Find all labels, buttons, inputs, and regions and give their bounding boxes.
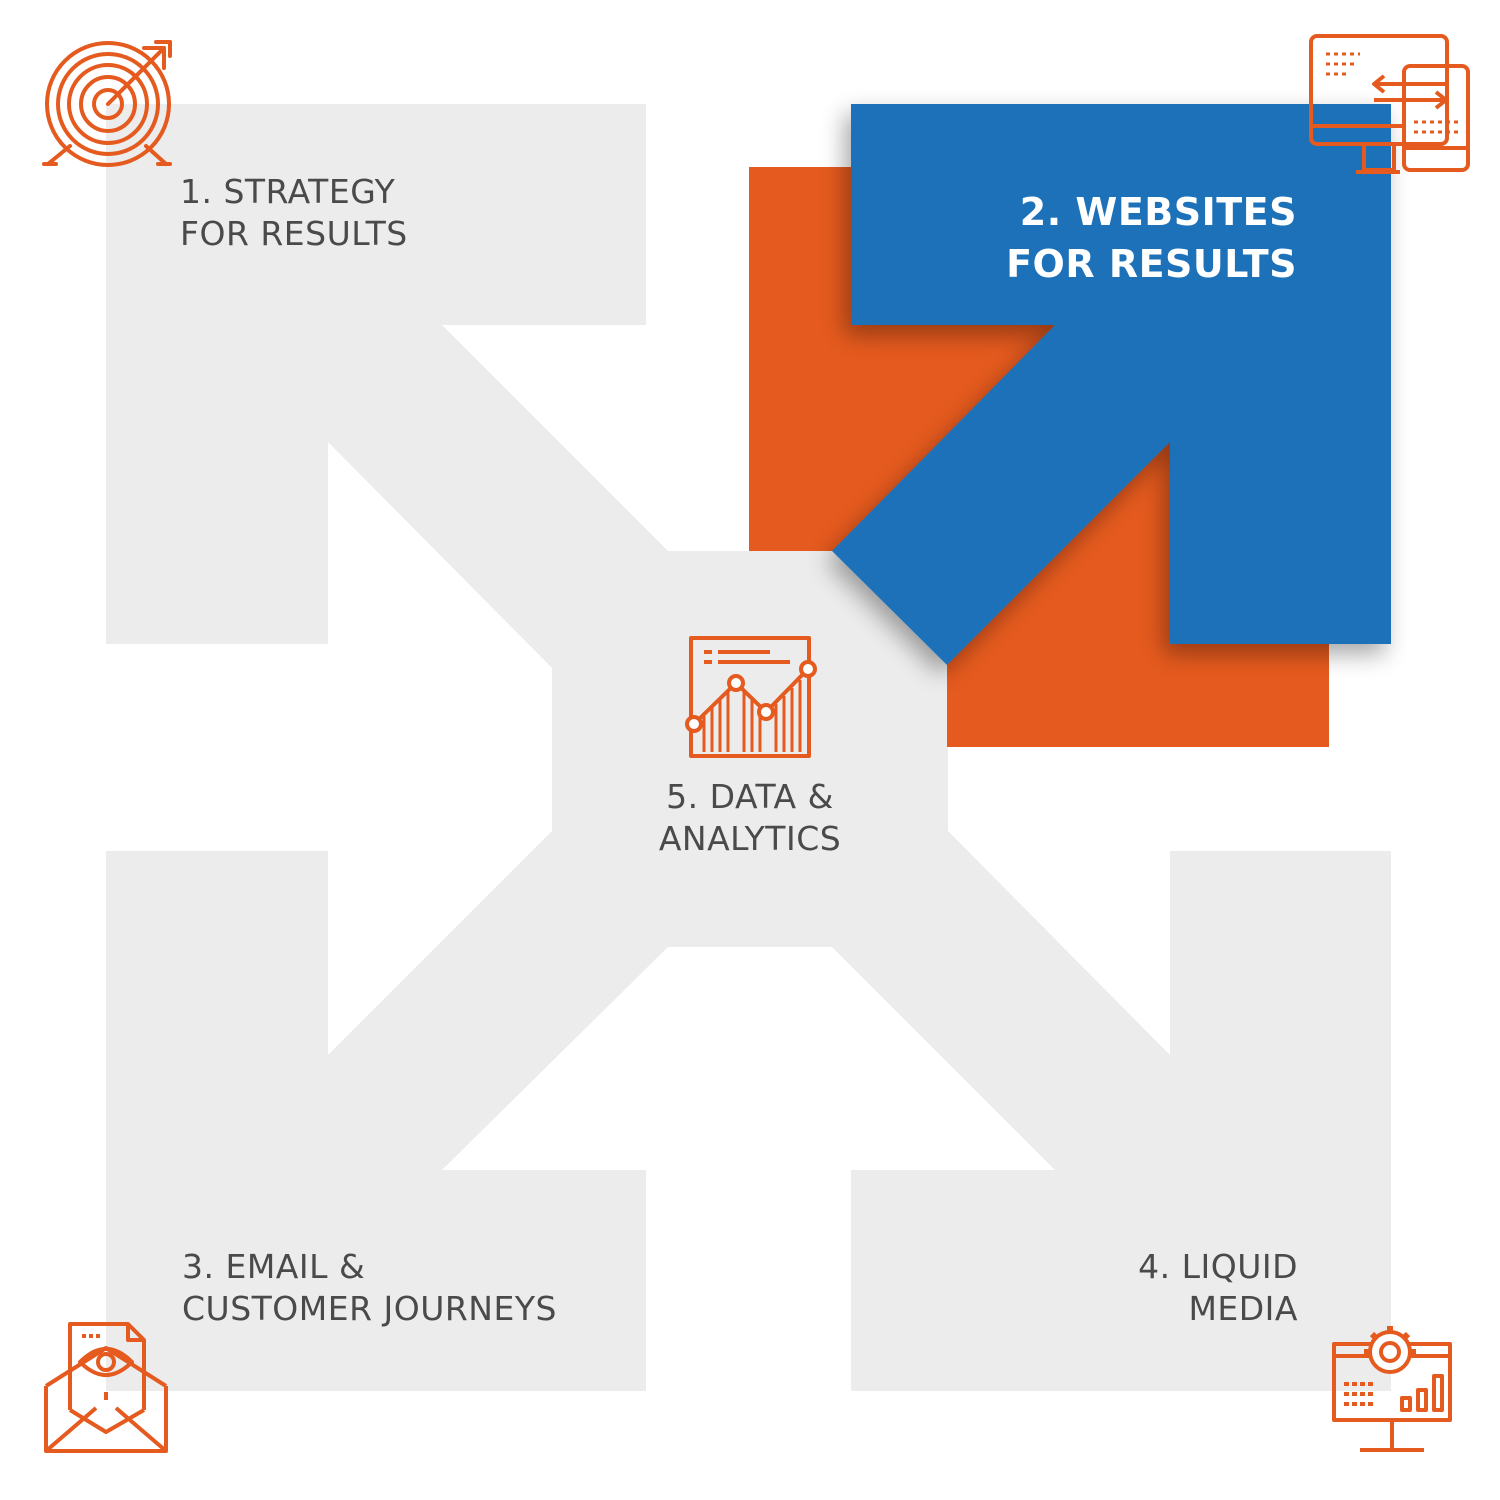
arrow-websites-blue [832, 104, 1391, 665]
step-label-line: FOR RESULTS [180, 214, 408, 253]
center-hub [552, 551, 948, 947]
step-label-line: MEDIA [1188, 1289, 1298, 1328]
step-label-line: 2. WEBSITES [1019, 190, 1297, 234]
step-label-line: ANALYTICS [658, 819, 842, 858]
email-eye-icon [44, 1322, 168, 1453]
target-arrow-icon [42, 40, 172, 167]
media-dashboard-gear-icon [1332, 1326, 1452, 1452]
step-label-line: 3. EMAIL & [182, 1247, 366, 1286]
step-label-line: 5. DATA & [666, 777, 834, 816]
step-label-line: 4. LIQUID [1138, 1247, 1298, 1286]
step-label-line: FOR RESULTS [1006, 242, 1297, 286]
arrow-email [106, 831, 668, 1391]
step-label-line: CUSTOMER JOURNEYS [182, 1289, 557, 1328]
step-2-websites-label: 2. WEBSITES FOR RESULTS [1006, 186, 1297, 290]
step-1-strategy-label: 1. STRATEGY FOR RESULTS [180, 171, 408, 255]
step-3-email-label: 3. EMAIL & CUSTOMER JOURNEYS [182, 1246, 557, 1330]
step-4-media-label: 4. LIQUID MEDIA [1138, 1246, 1298, 1330]
step-label-line: 1. STRATEGY [180, 172, 396, 211]
arrow-strategy [106, 104, 668, 668]
responsive-devices-icon [1309, 34, 1470, 174]
arrow-websites-highlight [749, 104, 1391, 747]
step-5-data-label: 5. DATA & ANALYTICS [600, 776, 900, 860]
gray-arrow-shapes [106, 104, 1391, 1391]
arrow-media [832, 831, 1391, 1391]
analytics-chart-icon [685, 636, 817, 758]
